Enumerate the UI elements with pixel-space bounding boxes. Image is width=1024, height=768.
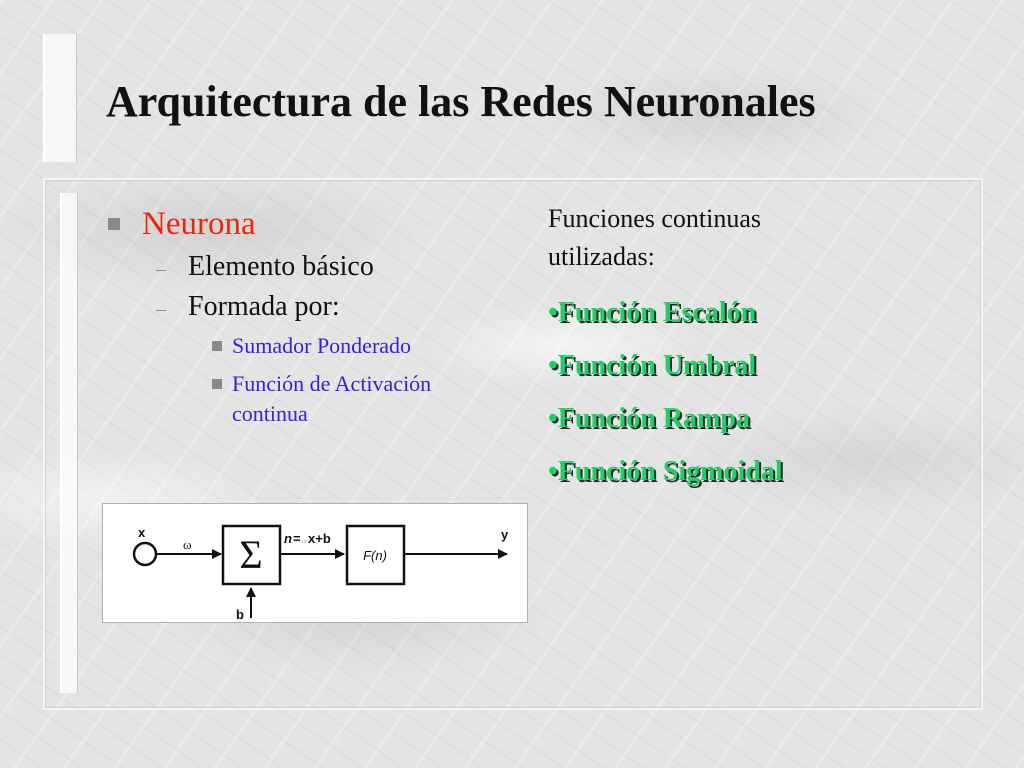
left-column: Neurona – Elemento básico – Formada por:…: [108, 206, 508, 429]
neuron-diagram: x ω Σ b n = ω x+b F(n) y: [102, 503, 528, 623]
sub-sub-bullet-activacion: Función de Activación continua: [212, 369, 508, 429]
bias-label: b: [236, 607, 244, 622]
right-column: Funciones continuas utilizadas: •Función…: [548, 200, 868, 488]
sub-bullet-formada: – Formada por:: [156, 291, 508, 323]
sub-sub-bullet-label: Sumador Ponderado: [232, 333, 412, 358]
function-item-escalon: •Función Escalón: [548, 297, 757, 328]
sub-bullet-label: Formada por:: [188, 291, 340, 322]
bullet-neurona: Neurona: [108, 206, 508, 243]
activation-block: [345, 524, 406, 586]
net-label-n: n: [284, 531, 292, 546]
square-bullet-icon: [212, 341, 222, 351]
square-bullet-icon: [212, 379, 222, 389]
decorative-bar-top: [43, 34, 77, 162]
net-label-eq: =: [293, 531, 301, 546]
sum-symbol: Σ: [239, 532, 262, 577]
square-bullet-icon: [108, 218, 120, 230]
dash-bullet-icon: –: [156, 298, 166, 320]
neuron-diagram-svg: x ω Σ b n = ω x+b F(n) y: [132, 524, 509, 622]
output-label: y: [501, 527, 509, 542]
input-label: x: [138, 525, 146, 540]
functions-intro: Funciones continuas utilizadas:: [548, 204, 762, 271]
slide-title: Arquitectura de las Redes Neuronales: [106, 77, 816, 126]
decorative-bar-left: [60, 193, 78, 693]
sub-sub-bullet-label: Función de Activación continua: [232, 371, 432, 426]
activation-label: F(n): [363, 548, 387, 563]
bullet-label: Neurona: [142, 206, 256, 242]
sub-sub-bullet-sumador: Sumador Ponderado: [212, 331, 508, 361]
net-label-rest: x+b: [308, 531, 331, 546]
summation-block: [221, 524, 282, 586]
net-label-weight: ω: [302, 537, 307, 545]
function-item-umbral: •Función Umbral: [548, 350, 757, 381]
content-frame: [43, 178, 983, 710]
weight-label: ω: [183, 537, 192, 552]
dash-bullet-icon: –: [156, 258, 166, 280]
function-item-sigmoidal: •Función Sigmoidal: [548, 456, 783, 487]
input-node: [132, 541, 158, 567]
function-item-rampa: •Función Rampa: [548, 403, 750, 434]
sub-bullet-elemento: – Elemento básico: [156, 251, 508, 283]
sub-bullet-label: Elemento básico: [188, 251, 374, 282]
